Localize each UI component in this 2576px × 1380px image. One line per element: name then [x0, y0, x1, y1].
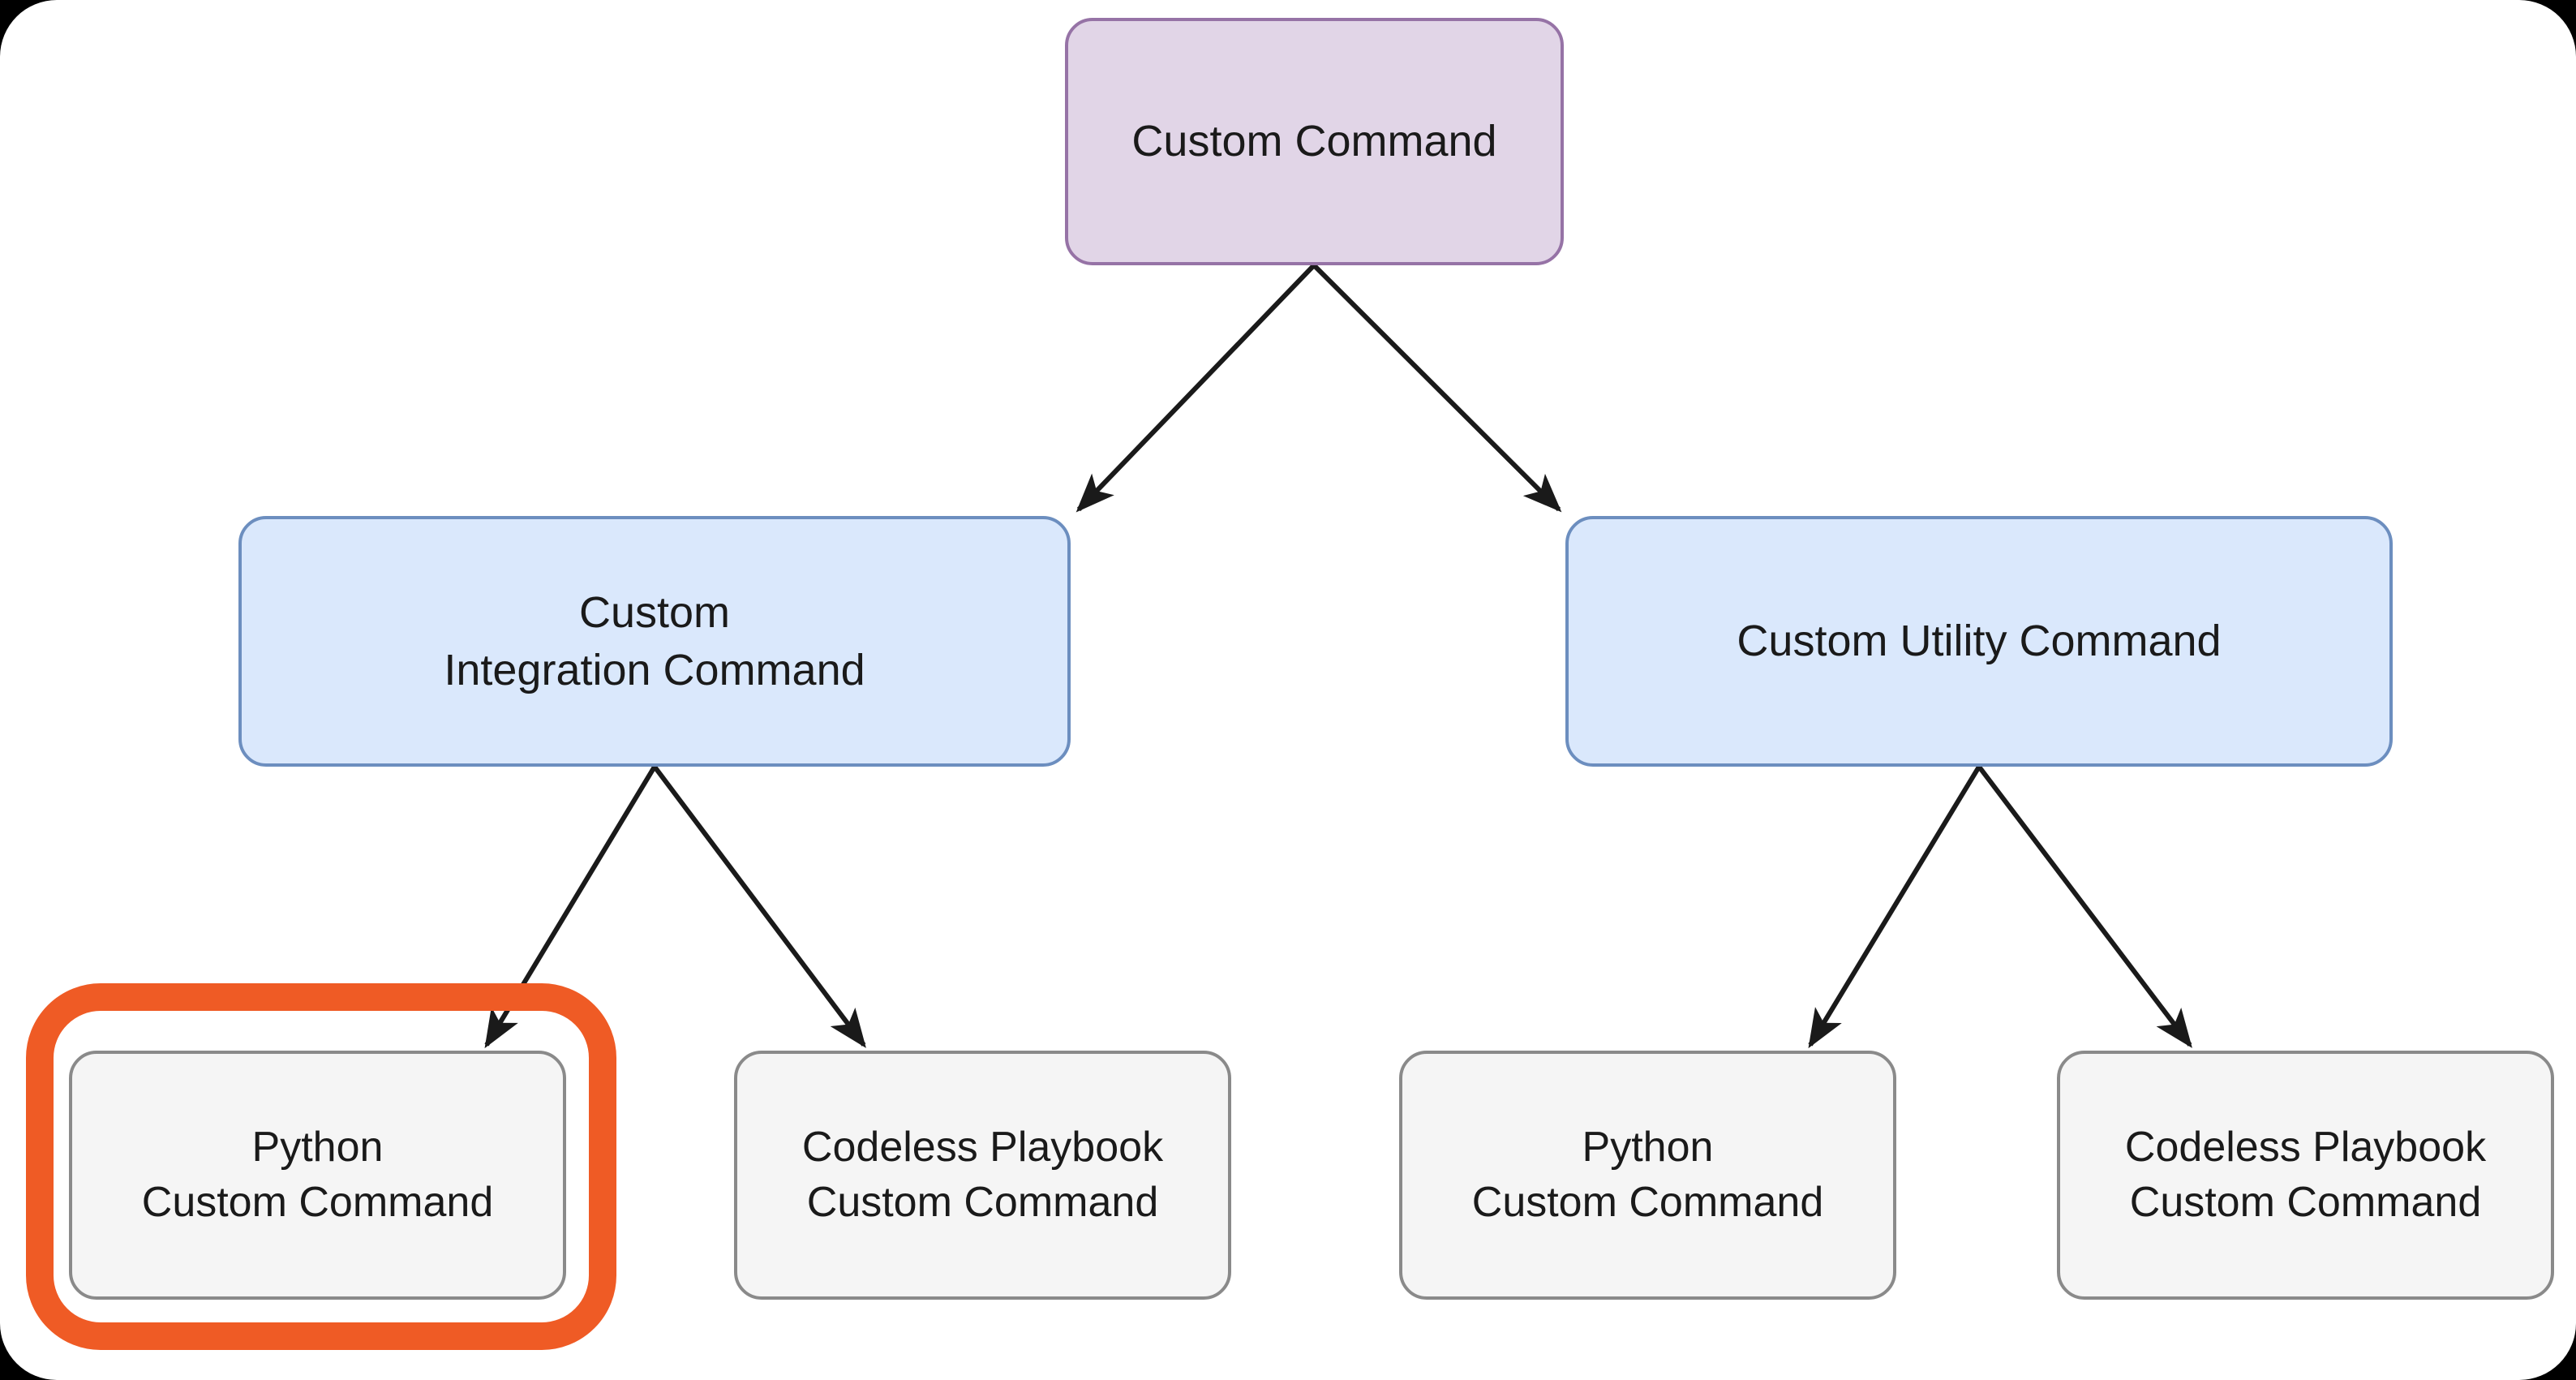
- node-python-custom-command-utility[interactable]: Python Custom Command: [1399, 1051, 1896, 1300]
- edge-custom-utility-command-to-codeless-playbook-custom-command: [1977, 765, 2192, 1048]
- node-custom-command[interactable]: Custom Command: [1065, 18, 1564, 265]
- edge-custom-integration-command-to-python-custom-command: [484, 765, 657, 1049]
- node-custom-integration-command[interactable]: Custom Integration Command: [238, 516, 1071, 767]
- edge-root-to-custom-integration-command: [1075, 263, 1316, 513]
- edge-root-to-custom-utility-command: [1312, 263, 1562, 513]
- node-python-custom-command-integration[interactable]: Python Custom Command: [69, 1051, 566, 1300]
- edge-custom-integration-command-to-codeless-playbook-custom-command: [652, 765, 866, 1048]
- edge-custom-utility-command-to-python-custom-command: [1808, 765, 1981, 1049]
- node-codeless-playbook-custom-command-utility[interactable]: Codeless Playbook Custom Command: [2057, 1051, 2554, 1300]
- node-custom-utility-command[interactable]: Custom Utility Command: [1565, 516, 2393, 767]
- node-codeless-playbook-custom-command-integration[interactable]: Codeless Playbook Custom Command: [734, 1051, 1231, 1300]
